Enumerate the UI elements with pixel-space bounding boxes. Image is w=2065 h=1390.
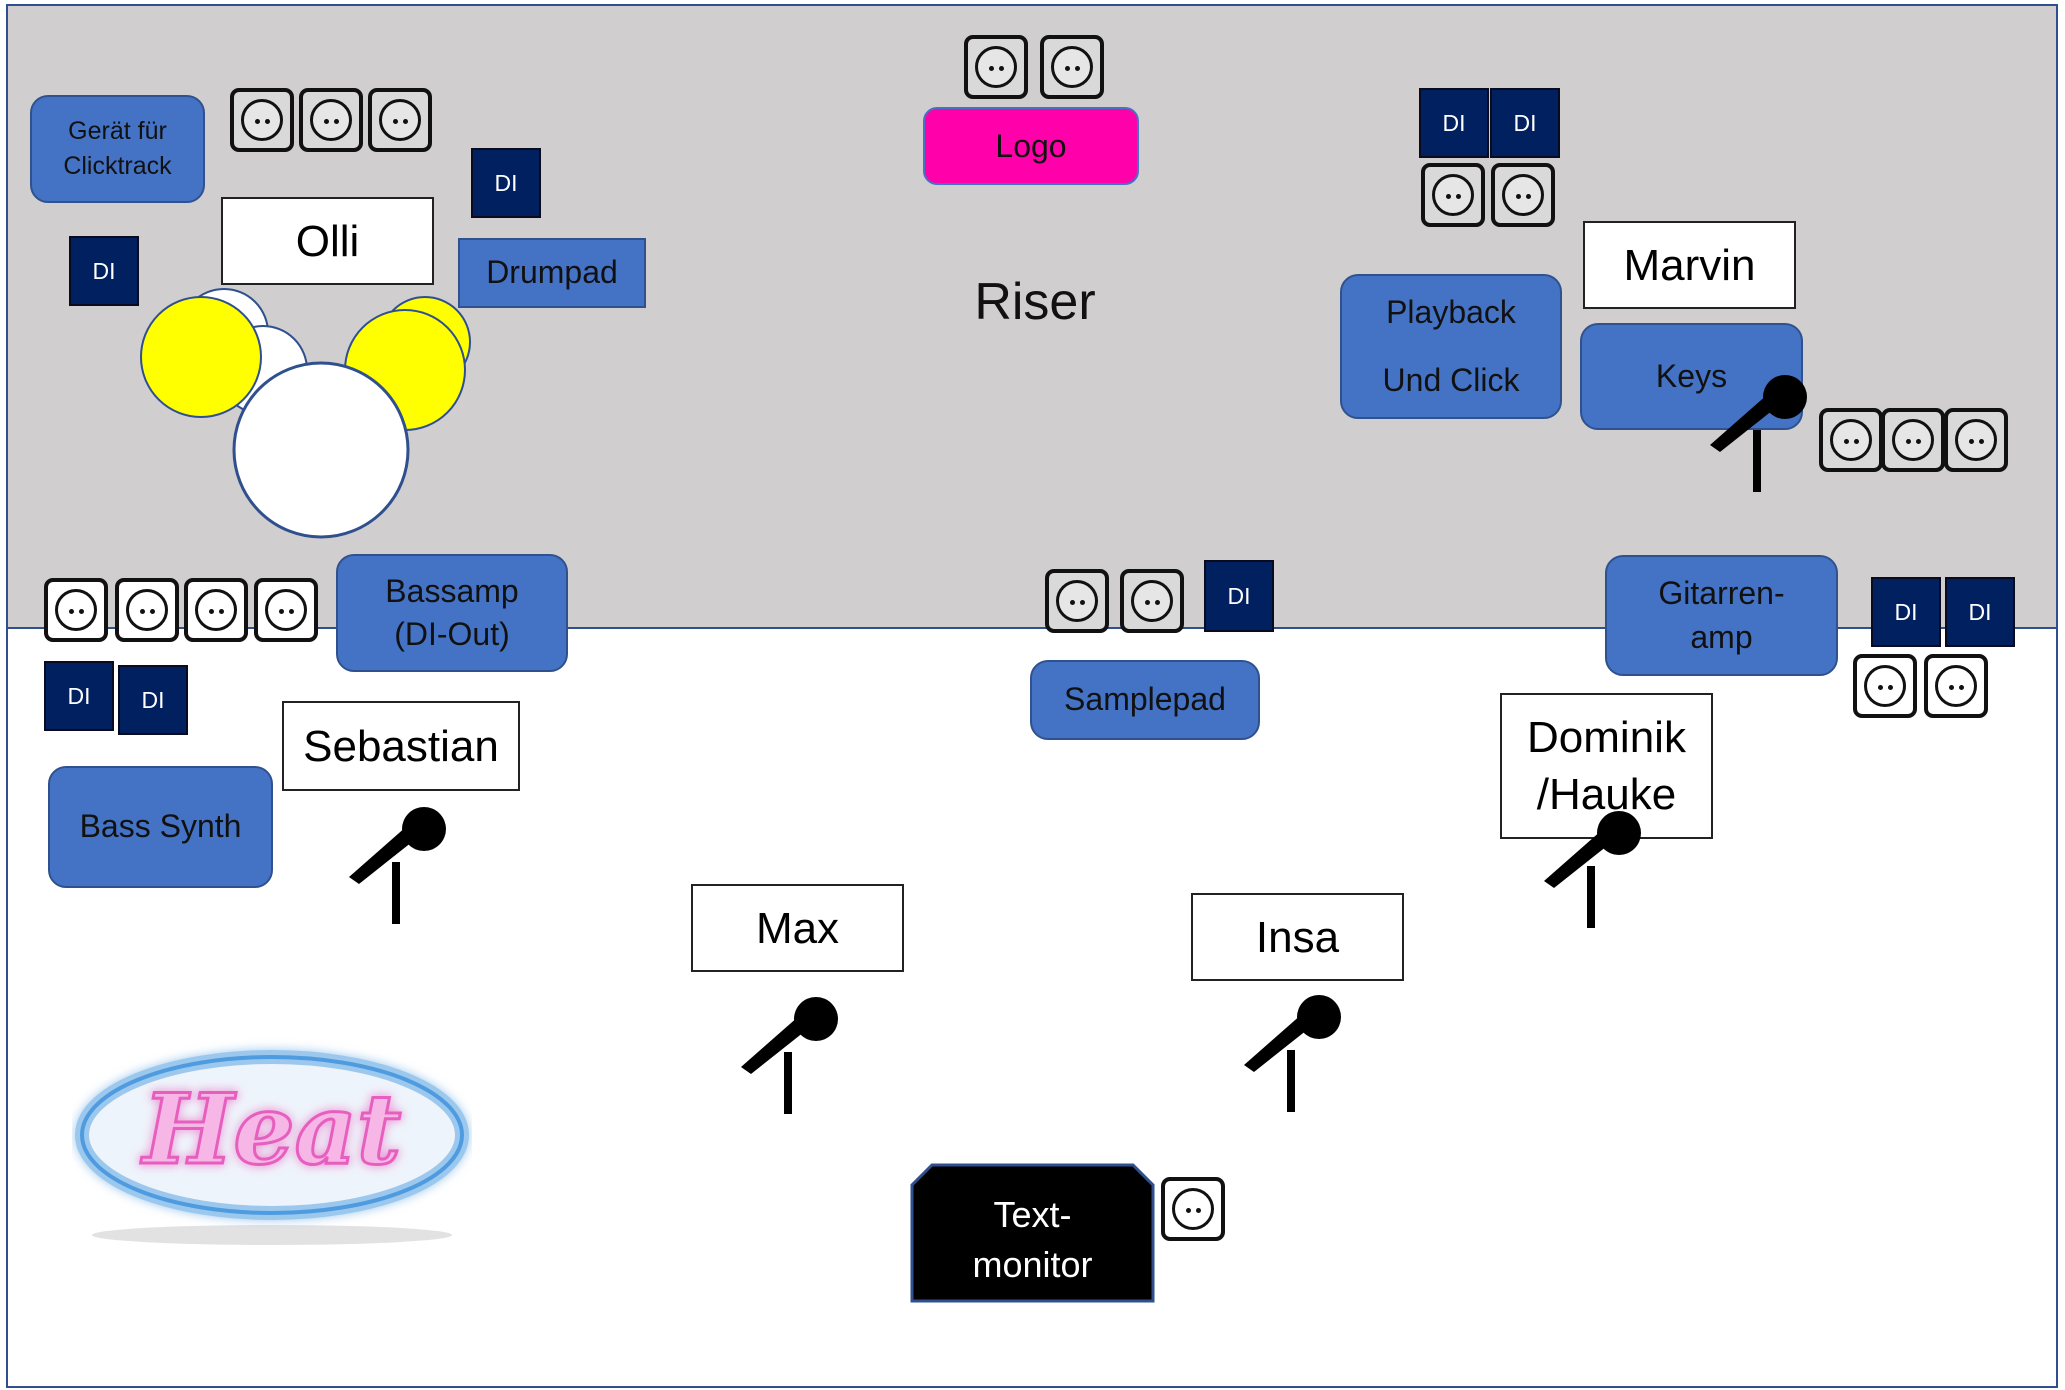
svg-text:Heat: Heat — [140, 1073, 401, 1186]
microphone-icon — [349, 807, 446, 924]
power-outlet-icon — [1924, 654, 1988, 718]
power-outlet-icon — [1045, 569, 1109, 633]
name-tag-max: Max — [691, 884, 904, 972]
name-tag-marvin: Marvin — [1583, 221, 1796, 309]
name-tag-insa: Insa — [1191, 893, 1404, 981]
power-outlet-icon — [254, 578, 318, 642]
di-box: DI — [1204, 560, 1274, 632]
clicktrack-device: Gerät für Clicktrack — [30, 95, 205, 203]
power-outlet-icon — [1819, 408, 1883, 472]
bassamp: Bassamp (DI-Out) — [336, 554, 568, 672]
drumpad: Drumpad — [458, 238, 646, 308]
power-outlet-icon — [230, 88, 294, 152]
textmonitor — [910, 1163, 1155, 1303]
di-box: DI — [1490, 88, 1560, 158]
samplepad: Samplepad — [1030, 660, 1260, 740]
name-tag-olli: Olli — [221, 197, 434, 285]
drum-kit-icon — [140, 288, 471, 539]
riser-label: Riser — [974, 273, 1096, 331]
power-outlet-icon — [1853, 654, 1917, 718]
di-box: DI — [1419, 88, 1489, 158]
playback-click-device: Playback Und Click — [1340, 274, 1562, 419]
power-outlet-icon — [1161, 1177, 1225, 1241]
power-outlet-icon — [1944, 408, 2008, 472]
microphone-icon — [1710, 375, 1807, 492]
di-box: DI — [118, 665, 188, 735]
power-outlet-icon — [1881, 408, 1945, 472]
di-box: DI — [1945, 577, 2015, 647]
di-box: DI — [471, 148, 541, 218]
microphone-icon — [1244, 995, 1341, 1112]
heat-neon-logo: Heat — [75, 1050, 469, 1245]
power-outlet-icon — [1421, 163, 1485, 227]
di-box: DI — [1871, 577, 1941, 647]
power-outlet-icon — [368, 88, 432, 152]
logo-box: Logo — [923, 107, 1139, 185]
power-outlet-icon — [115, 578, 179, 642]
power-outlet-icon — [1040, 35, 1104, 99]
gitarrenamp: Gitarren- amp — [1605, 555, 1838, 676]
power-outlet-icon — [44, 578, 108, 642]
power-outlet-icon — [1120, 569, 1184, 633]
microphone-icon — [741, 997, 838, 1114]
di-box: DI — [44, 661, 114, 731]
textmonitor-label: Text- monitor — [972, 1194, 1093, 1286]
bass-synth: Bass Synth — [48, 766, 273, 888]
name-tag-sebastian: Sebastian — [282, 701, 520, 791]
power-outlet-icon — [184, 578, 248, 642]
power-outlet-icon — [964, 35, 1028, 99]
name-tag-dominik-hauke: Dominik /Hauke — [1500, 693, 1713, 839]
di-box: DI — [69, 236, 139, 306]
power-outlet-icon — [299, 88, 363, 152]
power-outlet-icon — [1491, 163, 1555, 227]
microphone-icon — [1544, 811, 1641, 928]
